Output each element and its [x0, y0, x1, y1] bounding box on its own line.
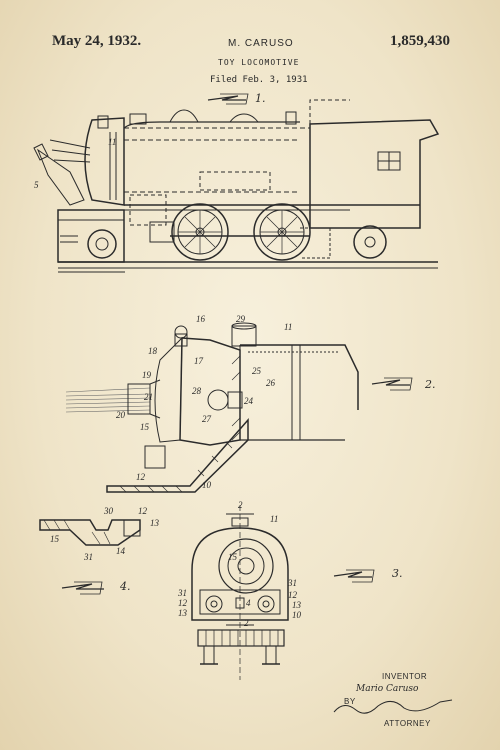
attorney-label: ATTORNEY — [384, 719, 431, 728]
ref-numeral: 28 — [192, 386, 201, 396]
inventor-header: M. CARUSO — [228, 38, 294, 49]
ref-numeral: 16 — [196, 314, 205, 324]
ref-numeral: 29 — [236, 314, 245, 324]
ref-numeral: 31 — [84, 552, 93, 562]
ref-numeral: 26 — [266, 378, 275, 388]
ref-numeral: 31 — [288, 578, 297, 588]
fig-1-label: 1. — [255, 92, 266, 105]
ref-numeral: 15 — [228, 552, 237, 562]
ref-numeral: 17 — [194, 356, 203, 366]
inventor-label: INVENTOR — [382, 672, 428, 681]
fig-4-label: 4. — [120, 580, 131, 593]
ref-numeral: 5 — [34, 180, 39, 190]
ref-numeral: 11 — [108, 137, 117, 147]
attorney-signature-scrawl — [333, 699, 453, 714]
ref-numeral: 15 — [50, 534, 59, 544]
ref-numeral: 18 — [148, 346, 157, 356]
ref-numeral: 2 — [244, 618, 249, 628]
patent-number: 1,859,430 — [390, 33, 450, 49]
filed-date: Filed Feb. 3, 1931 — [210, 75, 308, 85]
by-label: BY — [344, 697, 356, 706]
ref-numeral: 12 — [288, 590, 297, 600]
figure-3-front-view — [191, 505, 375, 680]
ref-numeral: 19 — [142, 370, 151, 380]
inventor-name: Mario Caruso — [356, 684, 419, 694]
fig-2-label: 2. — [425, 378, 436, 391]
ref-numeral: 25 — [252, 366, 261, 376]
ref-numeral: 12 — [138, 506, 147, 516]
ref-numeral: 13 — [292, 600, 301, 610]
ref-numeral: 12 — [178, 598, 187, 608]
ref-numeral: 27 — [202, 414, 211, 424]
patent-title: TOY LOCOMOTIVE — [218, 58, 300, 67]
ref-numeral: 13 — [178, 608, 187, 618]
ref-numeral: 30 — [104, 506, 113, 516]
fig-3-label: 3. — [392, 567, 403, 580]
ref-numeral: 10 — [202, 480, 211, 490]
ref-numeral: 15 — [140, 422, 149, 432]
ref-numeral: 21 — [144, 392, 153, 402]
patent-date: May 24, 1932. — [52, 33, 142, 49]
ref-numeral: 14 — [116, 546, 125, 556]
figure-4-bracket — [39, 519, 141, 595]
figure-2-front-section — [65, 322, 413, 493]
ref-numeral: 13 — [150, 518, 159, 528]
ref-numeral: 10 — [292, 610, 301, 620]
ref-numeral: 24 — [244, 396, 253, 406]
ref-numeral: 31 — [178, 588, 187, 598]
ref-numeral: 4 — [246, 598, 251, 608]
ref-numeral: 11 — [284, 322, 293, 332]
ref-numeral: 11 — [270, 514, 279, 524]
ref-numeral: 20 — [116, 410, 125, 420]
figure-1-locomotive-side — [33, 93, 440, 273]
ref-numeral: 12 — [136, 472, 145, 482]
ref-numeral: 2 — [238, 500, 243, 510]
